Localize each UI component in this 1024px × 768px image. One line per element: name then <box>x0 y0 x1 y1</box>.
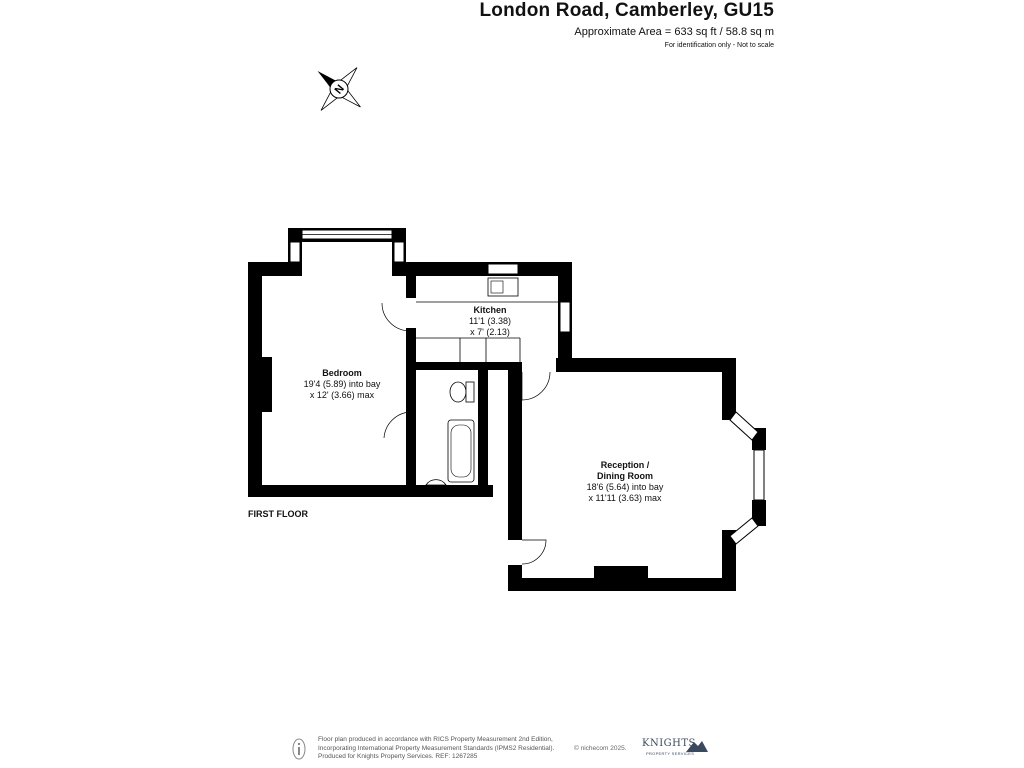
kitchen-dim2: x 7' (2.13) <box>470 327 510 337</box>
property-title: London Road, Camberley, GU15 <box>479 0 774 21</box>
reception-dim1: 18'6 (5.64) into bay <box>586 482 664 492</box>
bedroom-label: Bedroom 19'4 (5.89) into bay x 12' (3.66… <box>282 368 402 401</box>
copyright: © nichecom 2025. <box>574 745 627 752</box>
logo-brand: KNIGHTS <box>642 738 696 749</box>
footer-notes: Floor plan produced in accordance with R… <box>318 736 554 762</box>
reception-bay-windows <box>729 411 765 545</box>
kitchen-label: Kitchen 11'1 (3.38) x 7' (2.13) <box>440 305 540 338</box>
floor-label: FIRST FLOOR <box>248 509 308 519</box>
knights-logo: KNIGHTS PROPERTY SERVICES <box>642 738 712 762</box>
reception-name-line1: Reception / <box>600 460 650 470</box>
house-icon <box>686 741 708 752</box>
bedroom-dim1: 19'4 (5.89) into bay <box>303 379 381 389</box>
kitchen-dim1: 11'1 (3.38) <box>468 316 512 326</box>
kitchen-fittings <box>381 263 571 362</box>
reception-doors <box>521 371 551 565</box>
footer-note-line1: Floor plan produced in accordance with R… <box>318 736 553 743</box>
reception-label: Reception / Dining Room 18'6 (5.64) into… <box>565 460 685 504</box>
bedroom-name: Bedroom <box>322 368 362 378</box>
footer-note-line2: Incorporating International Property Mea… <box>318 744 555 752</box>
footer-note-line3: Produced for Knights Property Services. … <box>318 753 478 760</box>
info-icon <box>292 738 306 760</box>
logo-tagline: PROPERTY SERVICES <box>646 751 695 756</box>
footer: Floor plan produced in accordance with R… <box>292 736 732 764</box>
approximate-area: Approximate Area = 633 sq ft / 58.8 sq m <box>574 26 774 38</box>
reception-walls <box>508 348 766 591</box>
bedroom-bay-window <box>289 229 405 263</box>
header: London Road, Camberley, GU15 Approximate… <box>479 0 774 50</box>
kitchen-name: Kitchen <box>473 305 507 315</box>
bathroom <box>383 362 516 497</box>
bedroom-dim2: x 12' (3.66) max <box>309 390 375 400</box>
scale-disclaimer: For identification only - Not to scale <box>664 42 774 49</box>
reception-dim2: x 11'11 (3.63) max <box>588 493 662 503</box>
reception-name-line2: Dining Room <box>597 471 653 481</box>
compass-icon: N <box>317 67 361 111</box>
